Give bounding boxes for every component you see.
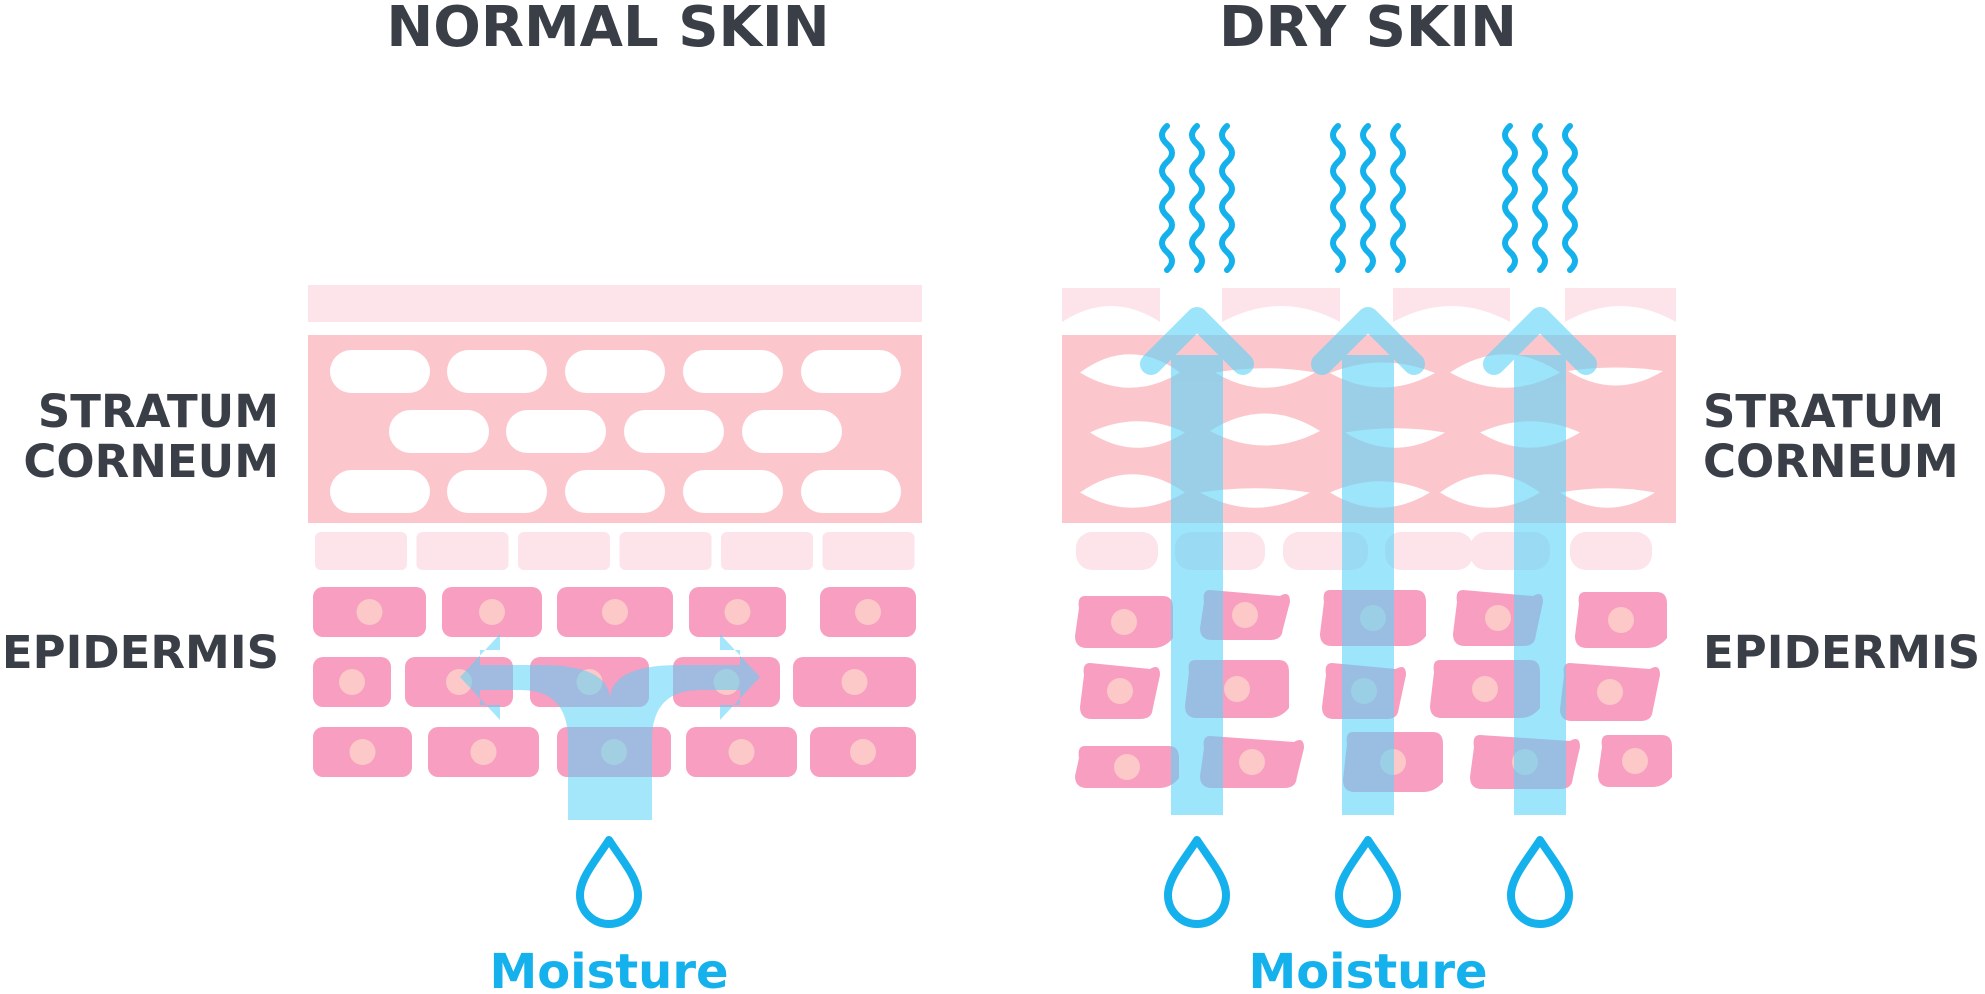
retention-arrow-stem xyxy=(480,665,740,820)
evaporation-wave xyxy=(1219,123,1235,273)
cell-nucleus xyxy=(1485,605,1511,631)
corneocyte xyxy=(1210,413,1320,446)
evaporation-wave xyxy=(1159,123,1175,273)
upward-arrow-shaft xyxy=(1171,355,1223,815)
dry-skin-panel: Moisture xyxy=(1062,123,1676,994)
cell-nucleus xyxy=(470,739,497,765)
granular-cell xyxy=(1385,532,1473,570)
granular-cell xyxy=(518,532,610,570)
corneocyte xyxy=(506,410,606,453)
granular-cell xyxy=(1570,532,1652,570)
epidermis-label-left: EPIDERMIS xyxy=(2,626,279,679)
cell-nucleus xyxy=(349,739,376,765)
corneocyte xyxy=(683,350,783,393)
moisture-retention-arrow xyxy=(460,634,760,820)
stratum-label-left-line1: STRATUM xyxy=(38,385,279,438)
moisture-drop-icon xyxy=(1164,836,1230,928)
upward-arrow-shaft xyxy=(1342,355,1394,815)
retention-arrow-left-head xyxy=(460,634,500,720)
corneocyte xyxy=(389,410,489,453)
stratum-label-left-line2: CORNEUM xyxy=(23,435,279,488)
corneocyte xyxy=(330,470,430,513)
epidermis-label-right: EPIDERMIS xyxy=(1703,626,1980,679)
cracked-surface-piece xyxy=(1393,288,1510,322)
corneocyte xyxy=(801,470,901,513)
cell-nucleus xyxy=(1114,754,1140,780)
retention-arrow-right-head xyxy=(720,634,760,720)
cell-nucleus xyxy=(602,599,628,625)
granular-cell xyxy=(822,532,915,570)
upward-arrow-head xyxy=(1140,307,1254,375)
granular-cell xyxy=(1076,532,1158,570)
cell-nucleus xyxy=(1224,676,1250,702)
granular-cell xyxy=(619,532,712,570)
corneocyte xyxy=(742,410,842,453)
cell-nucleus xyxy=(855,599,881,625)
dry-skin-title: DRY SKIN xyxy=(1219,0,1517,60)
evaporation-wave xyxy=(1562,123,1578,273)
cracked-surface-piece xyxy=(1062,288,1160,322)
corneocyte xyxy=(447,470,547,513)
cell-nucleus xyxy=(850,739,876,765)
cell-nucleus xyxy=(1472,676,1498,702)
moisture-loss-arrows xyxy=(1140,307,1597,815)
corneocyte xyxy=(565,470,665,513)
cracked-surface-piece xyxy=(1222,288,1340,322)
moisture-drop-icon xyxy=(1507,836,1573,928)
normal-surface-layer xyxy=(308,285,922,322)
normal-skin-panel: Moisture xyxy=(308,285,922,994)
evaporation-wave xyxy=(1390,123,1406,273)
cell-nucleus xyxy=(1239,749,1265,775)
granular-cell xyxy=(416,532,509,570)
corneocyte xyxy=(624,410,724,453)
evaporation-wave xyxy=(1360,123,1376,273)
cell-nucleus xyxy=(356,599,383,625)
corneocyte xyxy=(1080,474,1185,508)
normal-skin-title: NORMAL SKIN xyxy=(386,0,829,60)
cell-nucleus xyxy=(1608,607,1634,633)
evaporation-wave xyxy=(1189,123,1205,273)
corneocyte xyxy=(683,470,783,513)
corneocyte xyxy=(565,350,665,393)
moisture-label-normal: Moisture xyxy=(489,944,728,994)
corneocyte xyxy=(330,350,430,393)
stratum-label-right-line2: CORNEUM xyxy=(1703,435,1959,488)
upward-arrow-head xyxy=(1311,307,1425,375)
evaporation-waves xyxy=(1159,123,1578,273)
evaporation-wave xyxy=(1502,123,1518,273)
evaporation-wave xyxy=(1532,123,1548,273)
corneocyte xyxy=(447,350,547,393)
granular-cell xyxy=(315,532,407,570)
cell-nucleus xyxy=(339,669,365,695)
stratum-label-right-line1: STRATUM xyxy=(1703,385,1944,438)
dry-moisture-drops xyxy=(1164,836,1573,928)
granular-cell xyxy=(721,532,813,570)
normal-corneocytes xyxy=(330,350,901,513)
corneocyte xyxy=(801,350,901,393)
corneocyte xyxy=(1090,421,1185,448)
cell-nucleus xyxy=(728,739,755,765)
dry-cracked-surface xyxy=(1062,288,1676,322)
cell-nucleus xyxy=(1111,609,1137,635)
cracked-surface-piece xyxy=(1565,288,1676,322)
cell-nucleus xyxy=(479,599,505,625)
cell-nucleus xyxy=(1622,748,1648,774)
normal-granular-layer xyxy=(315,532,915,570)
moisture-drop-icon xyxy=(576,836,642,928)
normal-epidermis-cells xyxy=(313,587,916,777)
cell-nucleus xyxy=(1107,678,1133,704)
evaporation-wave xyxy=(1330,123,1346,273)
corneocyte xyxy=(1560,488,1655,508)
upward-arrow-shaft xyxy=(1514,355,1566,815)
corneocyte xyxy=(1200,488,1310,508)
moisture-drop-icon xyxy=(1335,836,1401,928)
cell-nucleus xyxy=(1232,602,1258,628)
moisture-label-dry: Moisture xyxy=(1248,944,1487,994)
upward-arrow-head xyxy=(1483,307,1597,375)
cell-nucleus xyxy=(841,669,868,695)
cell-nucleus xyxy=(724,599,751,625)
cell-nucleus xyxy=(1597,679,1623,705)
